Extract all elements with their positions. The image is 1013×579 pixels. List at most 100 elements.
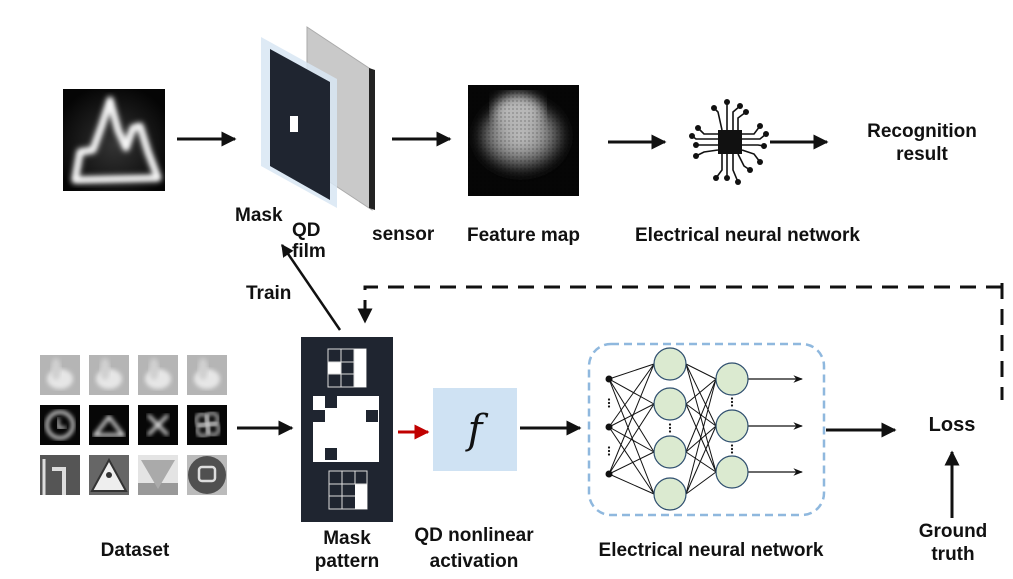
hidden-neuron-layer1 <box>653 347 687 381</box>
feature-map-image <box>468 85 579 196</box>
dataset-thumbnail-hand-gesture <box>187 355 227 395</box>
mask-pattern-label-2: pattern <box>315 551 379 572</box>
chip-icon <box>689 99 769 185</box>
chip-pad <box>757 159 763 165</box>
mask-plate <box>270 49 330 200</box>
connection <box>685 363 717 427</box>
ellipsis-dot <box>607 453 611 456</box>
ellipsis-dot <box>668 426 672 430</box>
network-connections <box>608 363 717 495</box>
recognition-result-label-2: result <box>896 144 948 165</box>
connection <box>685 363 717 473</box>
chip-pad <box>743 109 749 115</box>
chip-trace <box>742 125 761 135</box>
connection <box>685 378 717 405</box>
dataset-thumbnail-yield-sign <box>138 455 178 495</box>
connection <box>685 378 717 453</box>
ellipsis-dot <box>730 404 734 407</box>
ellipsis-dot <box>730 447 734 451</box>
chip-trace <box>732 105 741 130</box>
mask-pattern-middle <box>313 396 379 462</box>
dataset-thumbnail-star <box>138 405 178 445</box>
hidden-neuron-layer1 <box>653 477 687 511</box>
mask-label: Mask <box>235 205 283 226</box>
mask-pattern-label-1: Mask <box>323 528 371 549</box>
dataset-thumbnail-turn-sign <box>40 455 80 495</box>
neural-network <box>605 347 803 511</box>
connection <box>608 378 655 495</box>
chip-pad <box>711 105 717 111</box>
connection <box>608 363 655 475</box>
recognition-result-label-1: Recognition <box>867 121 977 142</box>
connection <box>608 426 655 495</box>
ellipsis-dot <box>607 446 611 449</box>
input-node <box>605 423 613 431</box>
hidden-neuron-layer2 <box>715 362 749 396</box>
dataset-thumbnail-hand-gesture <box>89 355 129 395</box>
chip-trace <box>732 154 739 183</box>
chip-trace <box>697 127 718 135</box>
connection <box>608 403 655 428</box>
feedback-dashed-arrow <box>357 285 1002 324</box>
ellipsis-dot <box>607 449 611 453</box>
connection <box>608 363 655 380</box>
ellipsis-dot <box>668 430 672 433</box>
chip-pad <box>693 142 699 148</box>
connection <box>685 363 717 380</box>
connection <box>608 473 655 495</box>
ellipsis-dot <box>730 400 734 404</box>
chip-trace <box>713 107 723 131</box>
chip-pad <box>724 99 730 105</box>
input-node <box>605 470 613 478</box>
dataset-grid <box>40 355 227 495</box>
chip-trace <box>741 149 761 163</box>
mask-pattern-panel <box>301 337 393 522</box>
chip-trace <box>715 154 723 179</box>
connection <box>608 363 655 428</box>
sensor-label: sensor <box>372 224 435 245</box>
dataset-label: Dataset <box>101 540 170 561</box>
top-enn-label: Electrical neural network <box>635 225 860 246</box>
hidden-neuron-layer1 <box>653 435 687 469</box>
dataset-thumbnail-vehicle-sign <box>187 455 227 495</box>
connection <box>685 425 717 495</box>
chip-pad <box>689 133 695 139</box>
chip-pad <box>735 179 741 185</box>
network-boundary <box>587 342 826 517</box>
chip-trace <box>695 149 719 157</box>
chip-pad <box>763 131 769 137</box>
chip-pad <box>693 153 699 159</box>
dataset-thumbnail-hand-gesture <box>40 355 80 395</box>
chip-pad <box>713 175 719 181</box>
connection <box>685 471 717 495</box>
connection <box>685 425 717 453</box>
ellipsis-dot <box>607 405 611 408</box>
feature-map-label: Feature map <box>467 225 580 246</box>
chip-trace <box>742 144 765 147</box>
ellipsis-dot <box>668 423 672 426</box>
ellipsis-dot <box>730 451 734 454</box>
qd-film-label-1: QD <box>292 220 321 241</box>
connection <box>608 378 655 405</box>
ellipsis-dot <box>607 401 611 405</box>
connection <box>608 451 655 475</box>
chip-pad <box>724 175 730 181</box>
input-image <box>63 89 165 191</box>
connection <box>685 378 717 495</box>
chip-trace <box>737 111 747 130</box>
connection <box>685 451 717 473</box>
dataset-thumbnail-pedestrian-sign <box>89 455 129 495</box>
train-label: Train <box>246 283 291 304</box>
qd-film-label-2: film <box>292 241 326 262</box>
chip-pad <box>737 103 743 109</box>
ellipsis-dot <box>607 398 611 401</box>
mask-pattern-bottom <box>328 470 368 510</box>
ellipsis-dot <box>730 444 734 447</box>
hidden-neuron-layer1 <box>653 387 687 421</box>
chip-pad <box>747 167 753 173</box>
dataset-thumbnail-cluster <box>187 405 227 445</box>
connection <box>608 403 655 475</box>
chip-pad <box>695 125 701 131</box>
chip-pad <box>757 123 763 129</box>
